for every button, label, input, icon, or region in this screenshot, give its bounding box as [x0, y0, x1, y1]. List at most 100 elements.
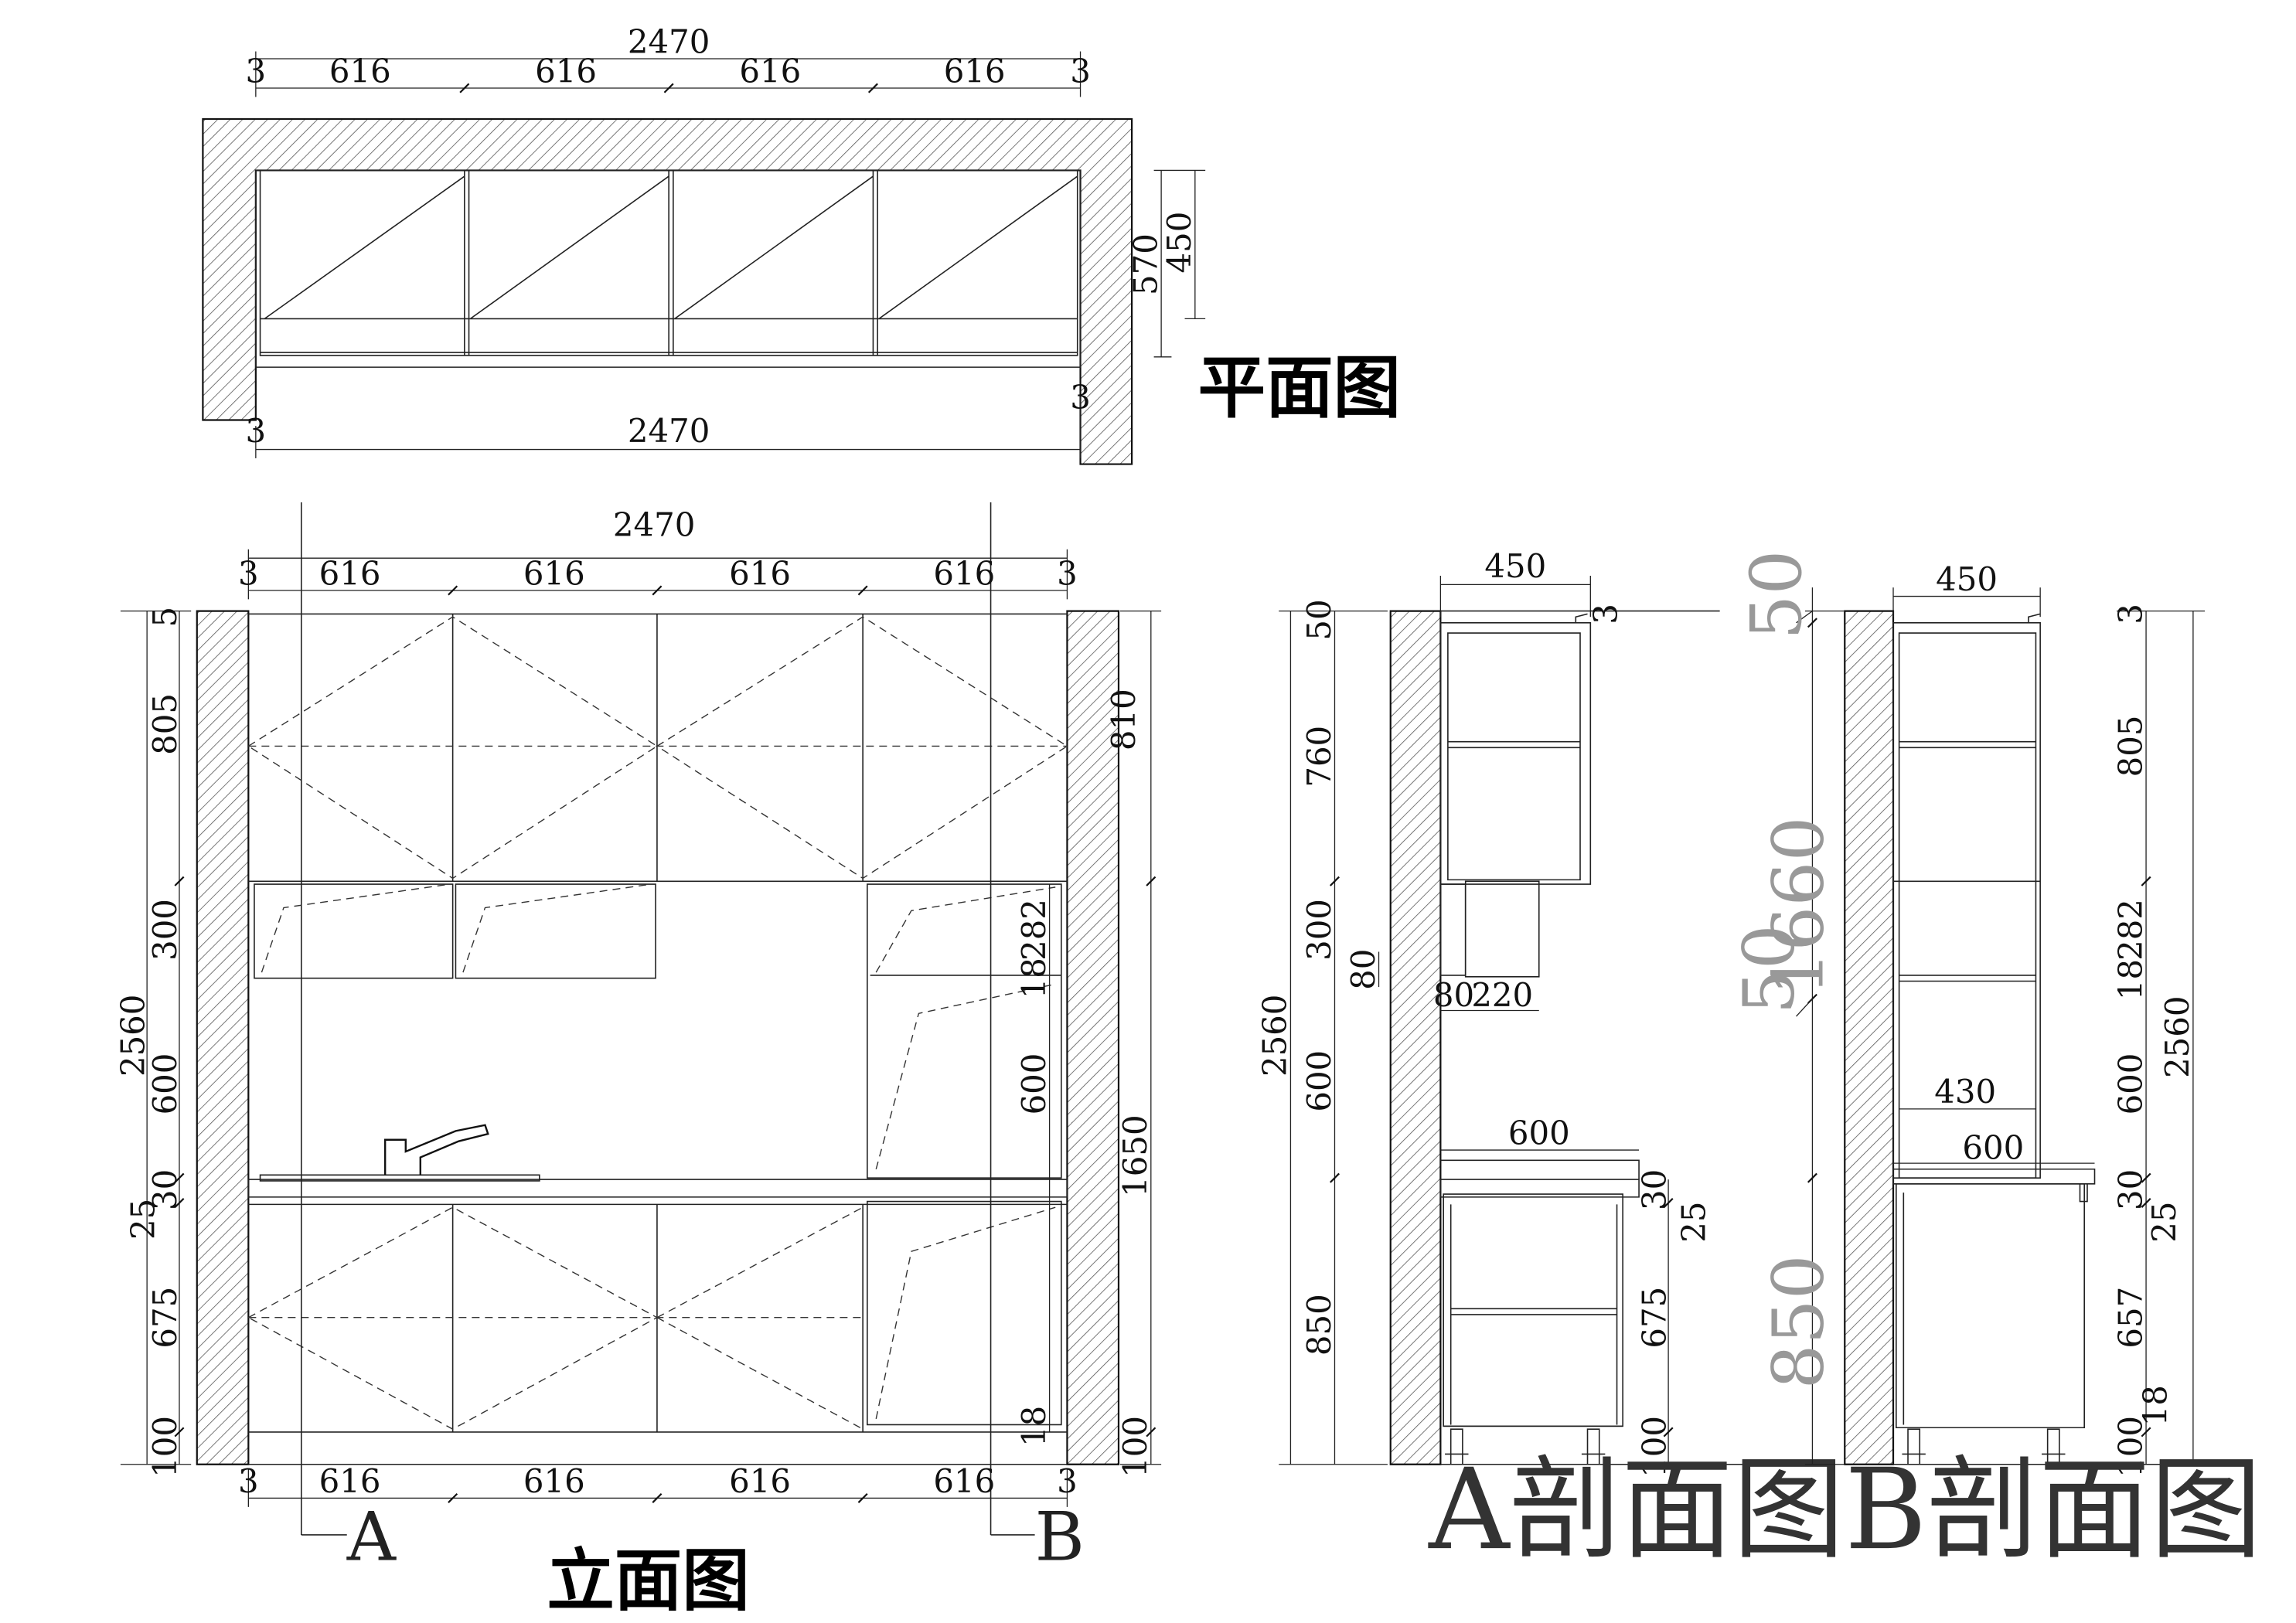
plan-view: 2470 3 616 616 616 616 3 2470 3 3 570 45…: [203, 22, 1401, 464]
elev-lower-right-swing: [876, 1207, 1055, 1419]
sec-a-tick: [1330, 877, 1339, 886]
elev-shelf-swing: [463, 884, 651, 972]
sec-b-shelf-width: 430: [1934, 1073, 1996, 1111]
sec-b-counter-edge: [2080, 1184, 2087, 1202]
elev-shelf-swing: [261, 884, 449, 972]
elev-gap-right: 3: [1057, 554, 1078, 592]
sec-b-leader: [1797, 611, 1813, 623]
elev-module-2-bottom: 616: [523, 1462, 585, 1500]
elev-lower-swing: [657, 1318, 863, 1429]
sec-b-tick: [2141, 1427, 2150, 1436]
sec-b-top-trim: [2029, 614, 2040, 622]
elev-left-dim-100: 100: [146, 1416, 184, 1478]
elev-right-dim-100: 100: [1116, 1416, 1154, 1478]
elev-right-dim-18: 18: [1015, 958, 1053, 999]
elev-lower-right-unit: [867, 1202, 1061, 1425]
sec-b-tick: [1808, 618, 1817, 627]
elev-door-swing: [248, 617, 657, 878]
sec-a-right-100: 100: [1635, 1416, 1673, 1478]
sec-a-upper-cabinet: [1440, 623, 1590, 884]
elev-right-dim-18b: 18: [1015, 1406, 1053, 1447]
sec-b-leg: [1908, 1429, 1920, 1465]
sec-a-wall: [1391, 611, 1441, 1465]
elev-open-shelf: [254, 884, 453, 978]
plan-depth-450: 450: [1160, 212, 1198, 274]
sec-a-leg: [1588, 1429, 1599, 1465]
sec-a-dim-80-v: 80: [1344, 949, 1382, 990]
sec-b-wall: [1845, 611, 1893, 1465]
elev-right-tick: [1146, 1427, 1155, 1436]
elev-gap-right-bottom: 3: [1057, 1462, 1078, 1500]
sec-a-left-760: 760: [1300, 726, 1338, 788]
sec-b-left-850: 850: [1757, 1254, 1840, 1389]
plan-title: 平面图: [1198, 349, 1401, 427]
sec-a-lower-cabinet: [1443, 1194, 1623, 1426]
elev-left-tick: [175, 877, 183, 886]
elev-module-1: 616: [319, 554, 381, 592]
sec-b-right-100: 100: [2111, 1416, 2149, 1478]
elev-gap-left: 3: [238, 554, 259, 592]
elev-left-total: 2560: [114, 995, 152, 1077]
faucet-icon: [385, 1125, 488, 1176]
sec-b-right-282: 282: [2111, 899, 2149, 961]
sec-b-right-805: 805: [2111, 716, 2149, 777]
elev-module-4-bottom: 616: [933, 1462, 995, 1500]
plan-depth-570: 570: [1126, 233, 1164, 295]
elev-left-tick: [175, 1199, 183, 1207]
sec-b-right-600: 600: [2111, 1053, 2149, 1115]
sec-b-leg: [2048, 1429, 2059, 1465]
elev-dim-tick: [858, 586, 867, 594]
elev-tall-swing: [876, 984, 1055, 1169]
sec-b-right-18: 18: [2111, 959, 2149, 1000]
sec-a-left-600: 600: [1300, 1050, 1338, 1112]
sec-a-upper-inner: [1448, 633, 1580, 880]
plan-door-swing: [879, 176, 1078, 318]
plan-module-1: 616: [329, 52, 391, 90]
elev-tall-swing: [876, 887, 1055, 972]
plan-module-3: 616: [739, 52, 801, 90]
sec-b-leader: [1797, 999, 1813, 1016]
sec-b-right-3: 3: [2111, 604, 2149, 624]
sec-a-tick: [1664, 1427, 1672, 1436]
plan-top-total: 2470: [628, 22, 710, 60]
sec-a-left-50: 50: [1300, 599, 1338, 640]
sec-a-left-300: 300: [1300, 899, 1338, 961]
sec-b-right-30: 30: [2111, 1169, 2149, 1210]
sec-b-right-18b: 18: [2137, 1385, 2175, 1426]
sec-b-tall-inner: [1899, 633, 2036, 1178]
elev-right-dim-810: 810: [1105, 689, 1143, 750]
elev-dim-tick: [652, 586, 661, 594]
plan-door-swing: [264, 176, 465, 318]
sec-b-width-top: 450: [1936, 560, 1998, 598]
sec-a-tick: [1330, 1173, 1339, 1182]
plan-dim-tick: [460, 83, 468, 92]
sec-b-counter: 600: [1962, 1128, 2024, 1166]
plan-gap-left: 3: [246, 52, 267, 90]
elev-door-swing: [657, 617, 1067, 878]
sec-b-right-657: 657: [2111, 1287, 2149, 1349]
elev-right-tick: [1146, 877, 1155, 886]
sec-a-gap-top: 3: [1587, 604, 1625, 624]
elev-open-shelf: [455, 884, 656, 978]
elev-module-2: 616: [523, 554, 585, 592]
sec-a-dim-220: 220: [1471, 976, 1533, 1014]
elev-right-dim-600: 600: [1015, 1053, 1053, 1115]
plan-door-swing: [675, 176, 874, 318]
elevation-title: 立面图: [547, 1541, 749, 1620]
section-b-title: B剖面图: [1845, 1445, 2262, 1575]
sec-a-tick: [1664, 1199, 1672, 1207]
sec-a-countertop: [1440, 1179, 1639, 1197]
section-a-marker: A: [346, 1497, 397, 1576]
sec-b-tick: [1808, 1173, 1817, 1182]
sec-b-left-1660: 1660: [1757, 817, 1840, 996]
elev-module-3-bottom: 616: [729, 1462, 791, 1500]
elev-module-1-bottom: 616: [319, 1462, 381, 1500]
section-a-title: A剖面图: [1428, 1445, 1845, 1575]
sec-a-width-top: 450: [1484, 547, 1546, 585]
sec-b-countertop: [1893, 1169, 2094, 1184]
elev-top-total: 2470: [613, 506, 695, 544]
sec-a-counter-edge: [1440, 1160, 1639, 1179]
elev-dim-tick: [858, 1494, 867, 1502]
sec-b-lower-cabinet: [1896, 1184, 2084, 1427]
sec-a-leg: [1451, 1429, 1463, 1465]
